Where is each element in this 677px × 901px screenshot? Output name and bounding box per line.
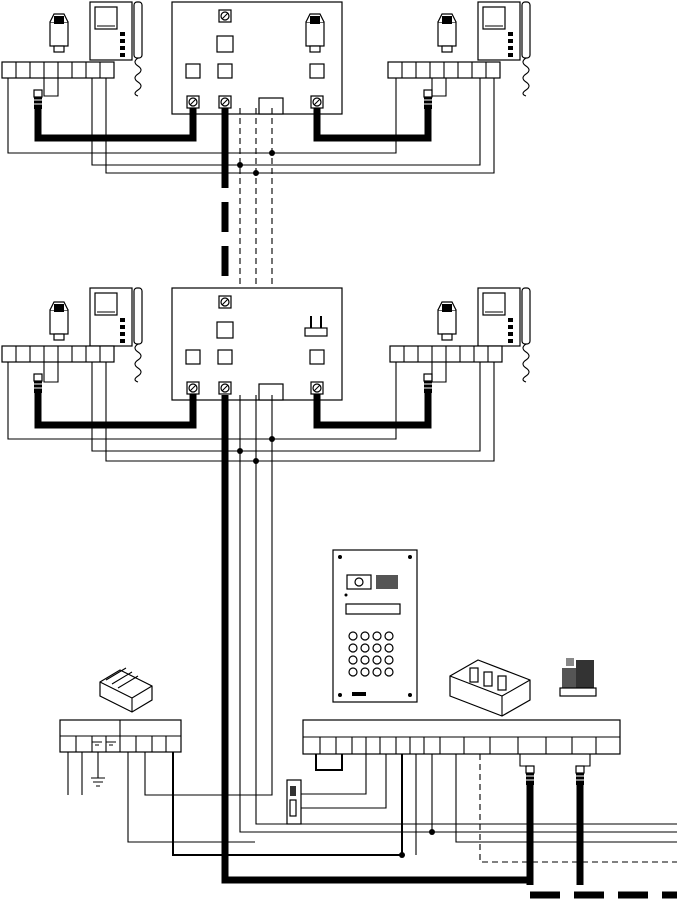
monitor-icon <box>478 288 530 382</box>
floor-2 <box>2 288 530 464</box>
power-supply-icon <box>100 668 152 712</box>
power-supply-icon <box>438 14 456 52</box>
monitor-icon <box>90 288 142 382</box>
relay-module-icon <box>450 660 530 716</box>
entrance-panel-icon <box>333 550 417 702</box>
power-supply-icon <box>306 14 324 52</box>
monitor-icon <box>90 2 142 96</box>
terminal-strip <box>2 346 114 362</box>
terminal-strip <box>2 62 114 78</box>
power-supply-icon <box>50 302 68 340</box>
terminal-strip <box>388 62 500 78</box>
power-supply-icon <box>50 14 68 52</box>
terminal-strip <box>390 346 502 362</box>
floor-1 <box>2 2 530 290</box>
transformer-icon <box>560 658 596 696</box>
distributor-box <box>172 288 342 400</box>
power-supply-icon <box>438 302 456 340</box>
door-lock-icon <box>287 752 386 824</box>
monitor-icon <box>478 2 530 96</box>
